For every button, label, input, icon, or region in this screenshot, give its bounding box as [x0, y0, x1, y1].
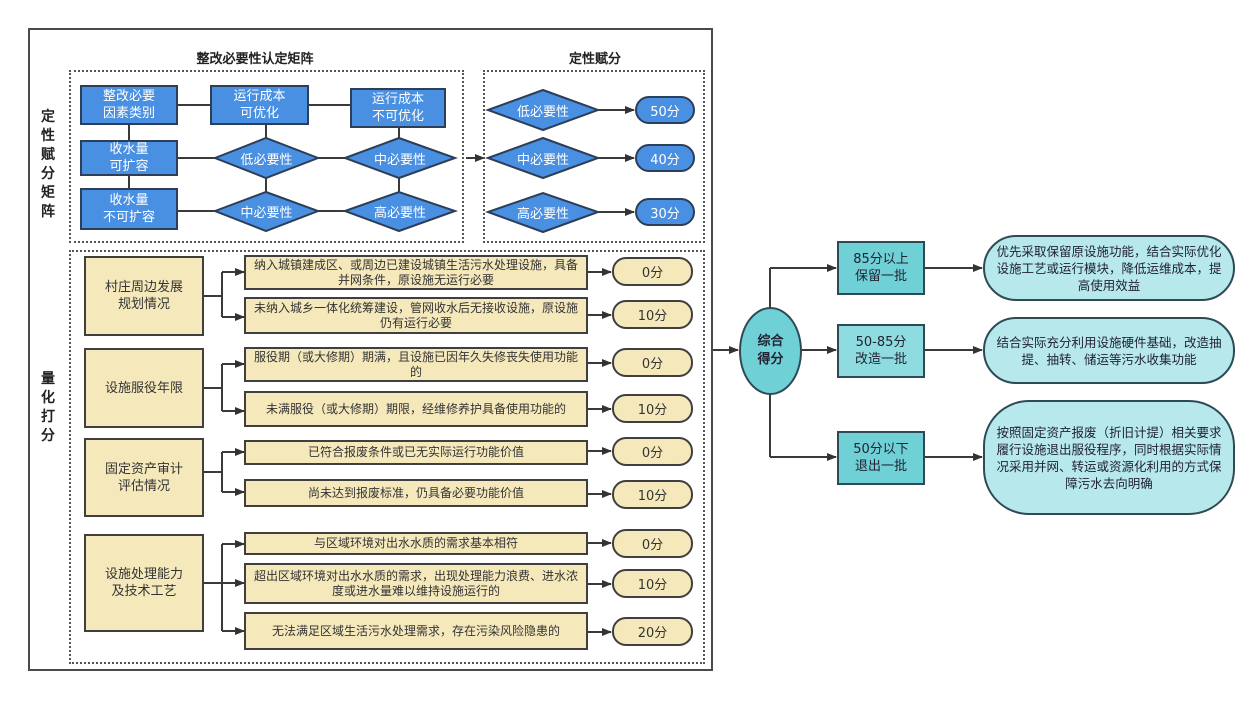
- scoring-framework-frame: [28, 28, 713, 671]
- quantitative-score-pill: 10分: [612, 300, 693, 329]
- side-label-char: 矩: [41, 185, 55, 201]
- condition-box: 尚未达到报废标准，仍具备必要功能价值: [244, 479, 588, 507]
- factor-box-service-life: 设施服役年限: [84, 348, 204, 428]
- condition-box: 未纳入城乡一体化统筹建设，管网收水后无接收设施，原设施仍有运行必要: [244, 297, 588, 334]
- factor-box-asset-audit: 固定资产审计 评估情况: [84, 438, 204, 517]
- matrix-cell-diamond: [342, 190, 459, 233]
- necessity-matrix-group: [69, 70, 464, 243]
- total-score-node: 综合 得分: [739, 307, 802, 395]
- matrix-cell-diamond: [342, 136, 458, 180]
- quantitative-score-pill: 10分: [612, 569, 693, 598]
- quantitative-score-pill: 10分: [612, 480, 693, 509]
- quantitative-score-pill: 0分: [612, 437, 693, 466]
- condition-box: 无法满足区域生活污水处理需求，存在污染风险隐患的: [244, 612, 588, 650]
- scoring-title: 定性赋分: [568, 52, 621, 67]
- matrix-corner-header: 整改必要 因素类别: [80, 85, 178, 125]
- score-level-diamond: [485, 136, 601, 180]
- condition-box: 已符合报废条件或已无实际运行功能价值: [244, 440, 588, 465]
- matrix-col-header: 运行成本 可优化: [210, 85, 309, 125]
- condition-box: 服役期（或大修期）期满，且设施已因年久失修丧失使用功能的: [244, 347, 588, 382]
- tier-box-retain: 85分以上 保留一批: [837, 241, 925, 295]
- qualitative-scoring-group: [483, 70, 705, 243]
- condition-box: 与区域环境对出水水质的需求基本相符: [244, 532, 588, 555]
- side-label-char: 定: [41, 109, 55, 125]
- matrix-col-header: 运行成本 不可优化: [350, 88, 446, 128]
- tier-box-exit: 50分以下 退出一批: [837, 431, 925, 485]
- condition-box: 超出区域环境对出水水质的需求，出现处理能力浪费、进水浓度或进水量难以维持设施运行…: [244, 563, 588, 604]
- quantitative-score-pill: 0分: [612, 348, 693, 377]
- side-label-char: 打: [41, 409, 55, 425]
- quantitative-score-pill: 0分: [612, 257, 693, 286]
- quantitative-score-pill: 10分: [612, 394, 693, 423]
- action-box-retain: 优先采取保留原设施功能，结合实际优化设施工艺或运行模块，降低运维成本，提高使用效…: [983, 235, 1235, 301]
- qualitative-score-pill: 50分: [635, 96, 695, 124]
- tier-box-renovate: 50-85分 改造一批: [837, 324, 925, 378]
- quantitative-score-pill: 0分: [612, 529, 693, 558]
- qualitative-side-label: 定性赋分矩阵: [38, 108, 58, 222]
- action-box-renovate: 结合实际充分利用设施硬件基础，改造抽提、抽转、储运等污水收集功能: [983, 317, 1235, 384]
- action-box-exit: 按照固定资产报废（折旧计提）相关要求履行设施退出服役程序，同时根据实际情况采用并…: [983, 400, 1235, 515]
- matrix-row-header: 收水量 可扩容: [80, 140, 178, 176]
- quantitative-side-label: 量化打分: [38, 370, 58, 446]
- quantitative-scoring-group: [69, 250, 705, 664]
- qualitative-score-pill: 30分: [635, 198, 695, 226]
- side-label-char: 分: [41, 166, 55, 182]
- side-label-char: 赋: [41, 147, 55, 163]
- qualitative-score-pill: 40分: [635, 144, 695, 172]
- matrix-title: 整改必要性认定矩阵: [196, 52, 314, 67]
- side-label-char: 化: [41, 390, 55, 406]
- side-label-char: 分: [41, 428, 55, 444]
- matrix-cell-diamond: [212, 190, 321, 233]
- side-label-char: 量: [41, 371, 55, 387]
- factor-box-planning: 村庄周边发展 规划情况: [84, 256, 204, 336]
- matrix-row-header: 收水量 不可扩容: [80, 188, 178, 230]
- side-label-char: 性: [41, 128, 55, 144]
- quantitative-score-pill: 20分: [612, 617, 693, 646]
- side-label-char: 阵: [41, 204, 55, 220]
- score-level-diamond: [485, 88, 601, 132]
- matrix-cell-diamond: [212, 136, 321, 180]
- score-level-diamond: [485, 191, 601, 234]
- factor-box-capacity: 设施处理能力 及技术工艺: [84, 534, 204, 632]
- condition-box: 纳入城镇建成区、或周边已建设城镇生活污水处理设施，具备并网条件，原设施无运行必要: [244, 255, 588, 290]
- condition-box: 未满服役（或大修期）期限，经维修养护具备使用功能的: [244, 391, 588, 427]
